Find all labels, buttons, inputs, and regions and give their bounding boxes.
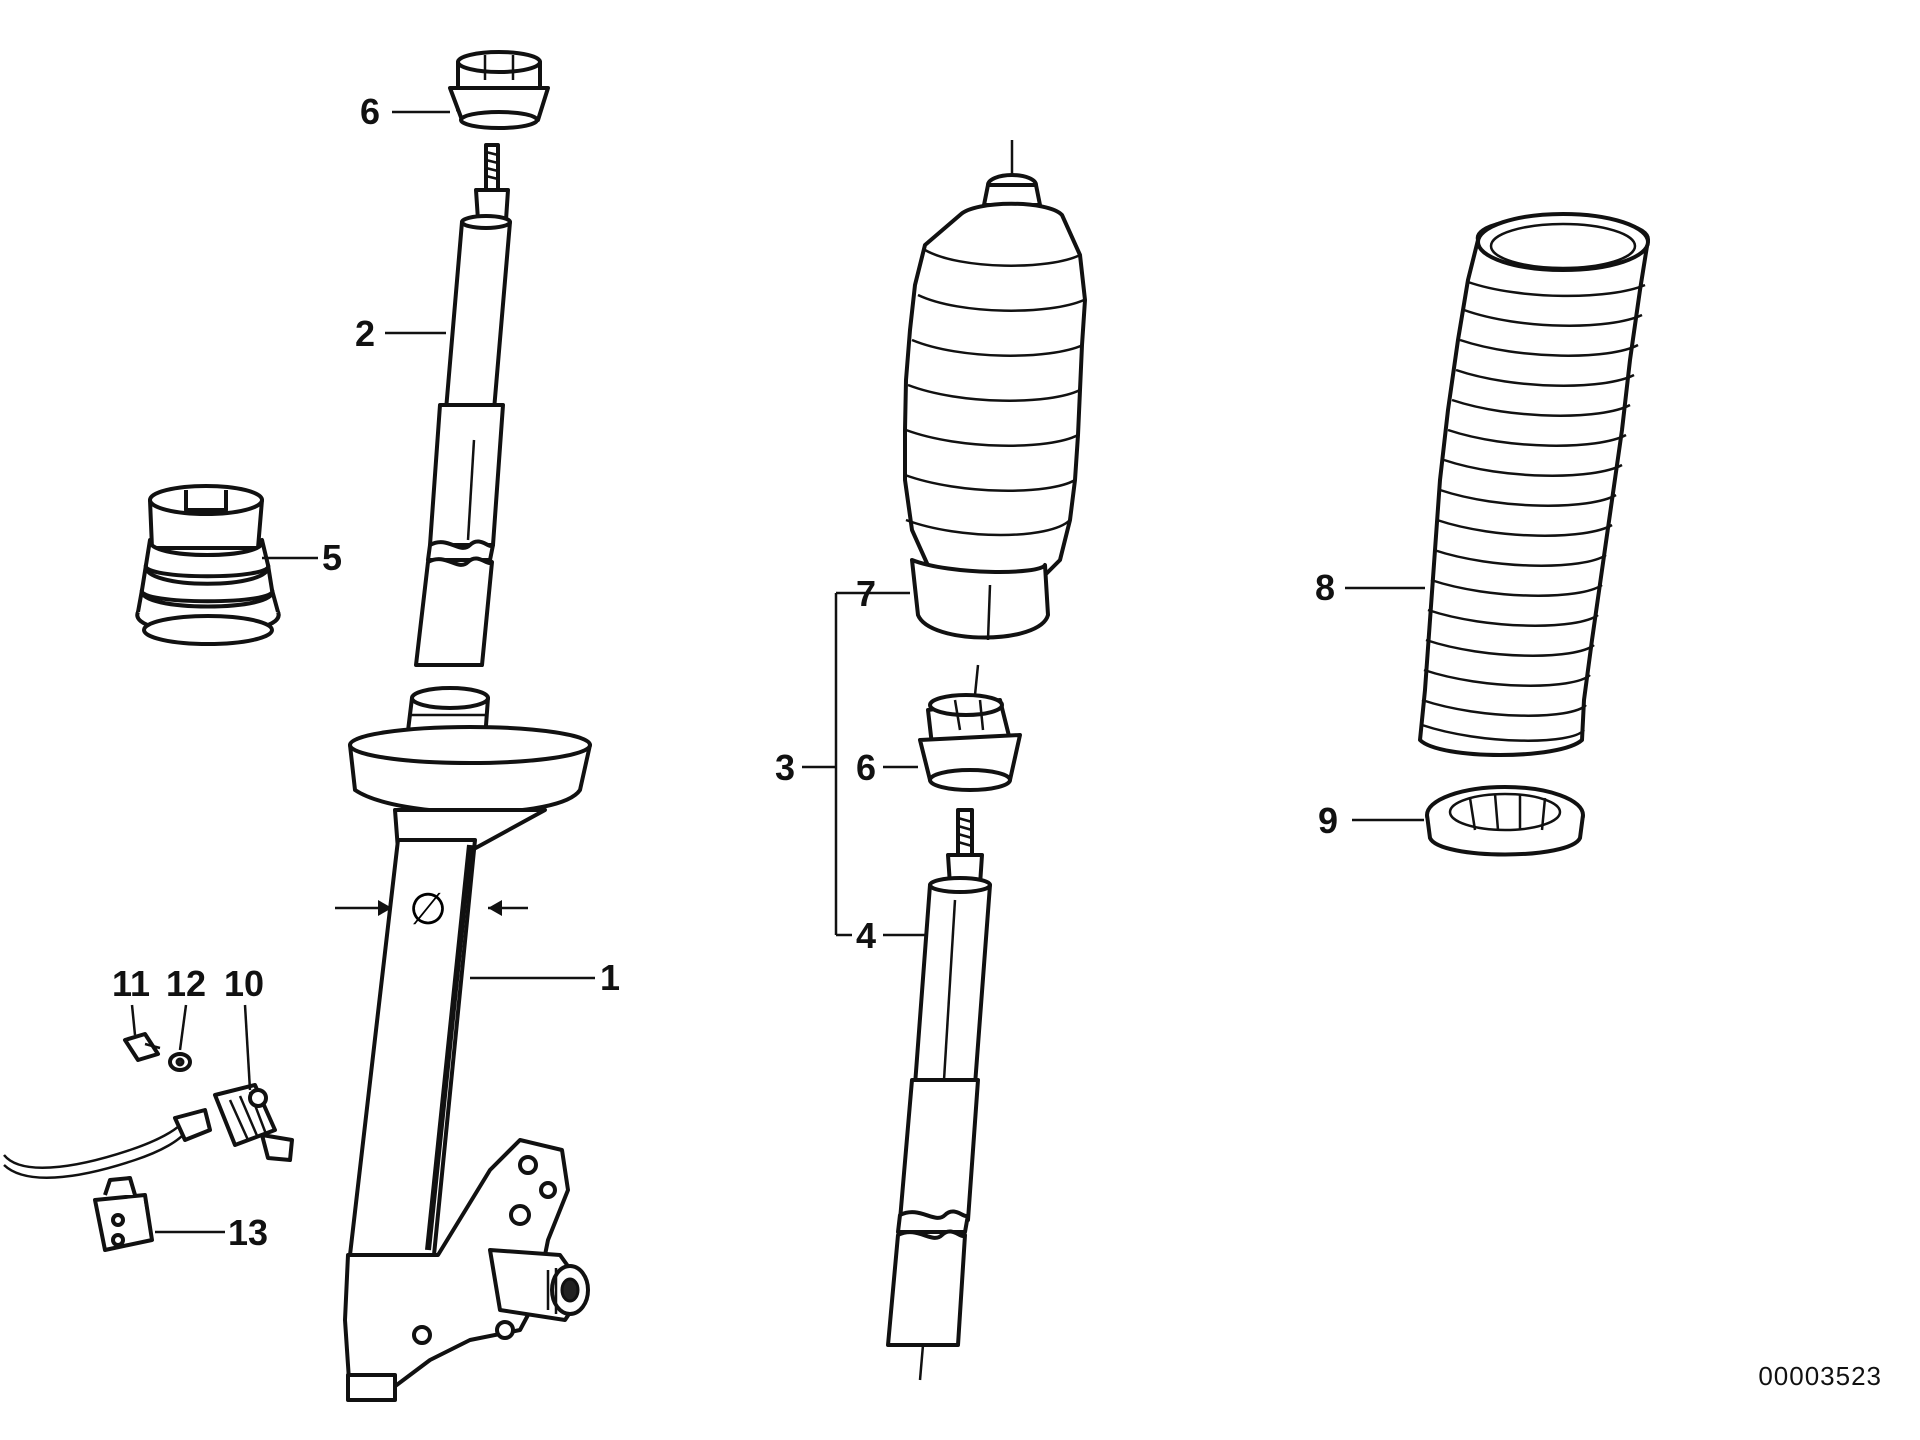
spring-boot-8 [1418,212,1651,757]
document-id: 00003523 [1758,1361,1882,1391]
callout-1: 1 [600,957,620,998]
leader-lines [130,110,1425,1234]
protective-boot-7 [903,140,1087,641]
callout-11: 11 [112,963,150,1004]
top-mount-6-upper [448,50,550,130]
callout-6-top: 6 [360,91,380,132]
callout-12: 12 [166,963,206,1004]
wheel-speed-sensor-assembly [3,1032,294,1252]
callout-labels: 6 2 5 1 7 3 6 4 8 9 11 12 10 13 [112,91,1338,1253]
callout-9: 9 [1318,800,1338,841]
shock-absorber-4 [886,808,992,1381]
diameter-symbol: ∅ [409,885,447,934]
bump-stop-5 [135,484,281,646]
strut-piston-rod [474,143,510,222]
callout-6-middle: 6 [856,747,876,788]
callout-3: 3 [775,747,795,788]
callout-13: 13 [228,1212,268,1253]
top-mount-6-lower [918,664,1022,792]
callout-2: 2 [355,313,375,354]
callout-4: 4 [856,915,876,956]
callout-8: 8 [1315,567,1335,608]
callout-7: 7 [856,573,876,614]
callout-5: 5 [322,537,342,578]
shock-cartridge-2 [414,214,512,667]
diameter-indicator: ∅ [335,885,528,934]
strut-housing-1 [343,686,592,1402]
spring-seat-ring-9 [1425,785,1585,857]
callout-10: 10 [224,963,264,1004]
